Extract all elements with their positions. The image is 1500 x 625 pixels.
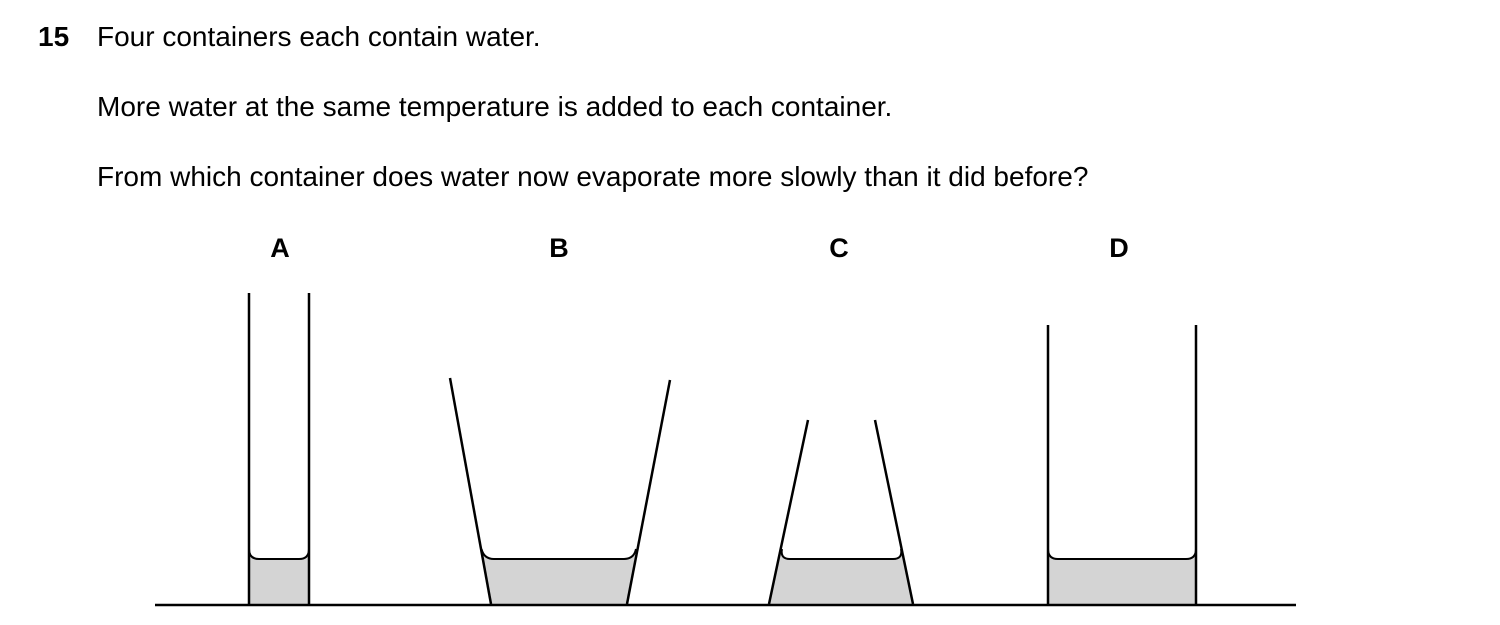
container-d-water-surface xyxy=(1047,548,1197,560)
container-d-label: D xyxy=(1109,233,1129,263)
container-c-water xyxy=(769,549,913,604)
container-c-right-wall xyxy=(873,419,915,605)
container-b-label: B xyxy=(549,233,569,263)
container-c-left-wall xyxy=(767,419,810,605)
container-c-water-surface xyxy=(780,548,903,560)
question-line-3: From which container does water now evap… xyxy=(97,161,1089,192)
container-b-water-surface xyxy=(480,548,637,560)
question-number: 15 xyxy=(38,21,70,52)
container-b-water xyxy=(481,549,636,604)
container-d-water xyxy=(1048,549,1196,604)
container-a-water-surface xyxy=(248,548,310,560)
container-b: B xyxy=(448,233,672,605)
container-a-label: A xyxy=(270,233,290,263)
container-d: D xyxy=(1046,233,1198,604)
container-b-right-wall xyxy=(625,379,672,605)
container-a-water xyxy=(249,549,309,604)
container-a: A xyxy=(247,233,311,604)
container-c-label: C xyxy=(829,233,849,263)
question-line-2: More water at the same temperature is ad… xyxy=(97,91,893,122)
container-b-left-wall xyxy=(448,377,493,605)
container-c: C xyxy=(767,233,915,605)
question-line-1: Four containers each contain water. xyxy=(97,21,541,52)
